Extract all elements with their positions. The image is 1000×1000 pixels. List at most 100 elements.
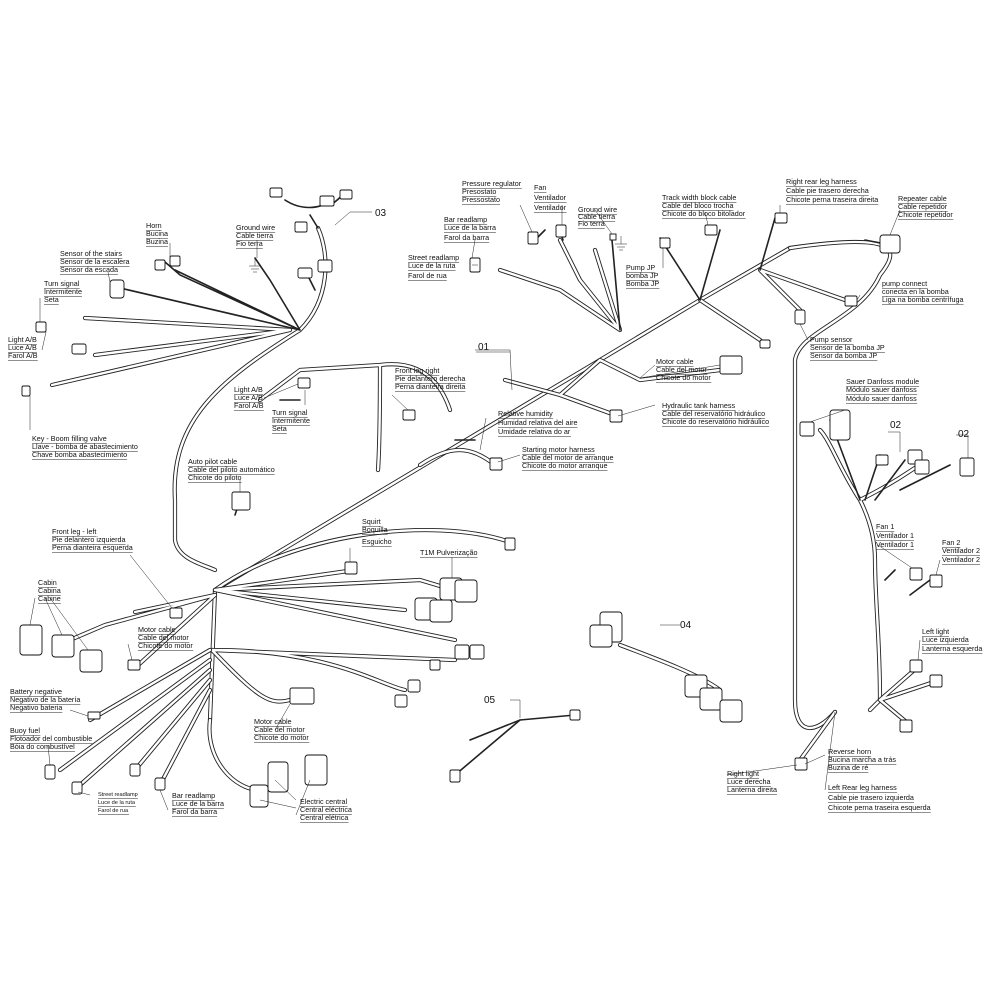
label-line: Ventilador [534,193,567,202]
label-line: Ventilador 1 [876,531,914,540]
label-motor-cable-left: Motor cable Cable del motor Chicote do m… [138,625,194,651]
ground-symbols [249,236,627,273]
label-sauer-danfoss: Sauer Danfoss module Módulo sauer danfos… [846,377,920,404]
label-line: Ventilador 2 [942,555,980,564]
label-line: Bucina marcha a trás [828,755,896,764]
label-line: Presostato [462,187,496,196]
label-line: pump connect [882,279,927,288]
label-line: Cable pie trasero izquierda [828,793,914,802]
label-battery-negative: Battery negative Negativo de la batería … [10,687,81,713]
label-stairs-sensor: Sensor of the stairs Sensor de la escale… [60,249,130,275]
label-line: T1M Pulverização [420,548,478,557]
label-line: Pump sensor [810,335,853,344]
label-blocks: Horn Bucina Buzina Ground wire Cable tie… [8,177,983,823]
label-line: Motor cable [254,717,292,726]
label-line: Fan 1 [876,522,894,531]
label-line: Sensor of the stairs [60,249,122,258]
label-line: Turn signal [272,408,308,417]
label-line: Central eléctrica [300,805,352,814]
label-line: Chave bomba abastecimiento [32,450,127,459]
label-horn: Horn Bucina Buzina [146,221,168,247]
part-number-02b: 02 [958,429,970,440]
label-line: Ventilador 1 [876,540,914,549]
label-line: Relative humidity [498,409,553,418]
label-line: Perna dianteira direita [395,382,465,391]
label-line: Buoy fuel [10,726,40,735]
label-line: Right light [727,769,759,778]
label-front-leg-right: Front leg right Pie delantero derecha Pe… [395,366,466,392]
part-number-02a: 02 [890,420,902,431]
label-street-readlamp-small: Street readlamp Luce de la ruta Farol de… [98,792,138,815]
label-left-rear-leg: Left Rear leg harness Cable pie trasero … [828,783,931,813]
label-line: Electric central [300,797,348,806]
label-line: Track width block cable [662,193,736,202]
label-line: Flotoador del combustible [10,734,92,743]
part-number-01: 01 [478,342,490,353]
label-line: Repeater cable [898,194,947,203]
label-line: Farol da barra [444,233,489,242]
part-number-03: 03 [375,208,387,219]
label-line: Farol A/B [234,401,264,410]
label-line: Fio terra [236,239,263,248]
label-line: Liga na bomba centrífuga [882,295,964,304]
label-line: Fan 2 [942,538,960,547]
label-line: Chicote do motor arranque [522,461,608,470]
label-line: Buzina de ré [828,763,868,772]
label-line: Luce de la ruta [408,261,456,270]
label-line: Sensor de la escalera [60,257,130,266]
label-line: Squirt [362,517,381,526]
label-line: Turn signal [44,279,80,288]
label-line: Chicote do motor [138,641,193,650]
label-line: Luce izquierda [922,635,969,644]
part-number-04: 04 [680,620,692,631]
label-line: Horn [146,221,162,230]
label-line: Left Rear leg harness [828,783,897,792]
label-pump-connect: pump connect conecta en la bomba Liga na… [882,279,964,305]
label-line: Chicote do bloco bitolador [662,209,746,218]
label-line: Front leg - left [52,527,96,536]
label-line: Reverse horn [828,747,871,756]
label-line: Buzina [146,237,168,246]
label-line: Negativo bateria [10,703,62,712]
label-line: Cabina [38,586,61,595]
label-ground-wire-left: Ground wire Cable tierra Fio terra [236,223,276,249]
label-line: Fio terra [578,219,605,228]
label-line: Luce de la ruta [98,800,136,806]
label-line: Humidad relativa del aire [498,418,578,427]
label-line: Cable del piloto automático [188,465,275,474]
label-line: Ventilador 2 [942,546,980,555]
label-fan2: Fan 2 Ventilador 2 Ventilador 2 [942,538,980,565]
label-line: Hydraulic tank harness [662,401,736,410]
label-line: Llave - bomba de abastecimiento [32,442,138,451]
label-line: Cable pie trasero derecha [786,186,869,195]
label-line: Chicote do motor [656,373,711,382]
label-bar-readlamp-top: Bar readlamp Luce de la barra Farol da b… [444,215,496,243]
label-line: Módulo sauer danfoss [846,385,917,394]
label-fan1: Fan 1 Ventilador 1 Ventilador 1 [876,522,914,550]
label-line: Sensor da bomba JP [810,351,877,360]
label-line: Right rear leg harness [786,177,857,186]
label-line: Cable tierra [578,212,615,221]
label-line: Ventilador [534,203,567,212]
label-bar-readlamp-bottom: Bar readlamp Luce de la barra Farol da b… [172,791,224,817]
label-line: Chicote do reservatório hidráulico [662,417,769,426]
label-front-leg-left: Front leg - left Pie delantero izquierda… [52,527,133,553]
label-line: Key - Boom filling valve [32,434,107,443]
label-line: Chicote perna traseira direita [786,195,878,204]
label-repeater: Repeater cable Cable repetidor Chicote r… [898,194,954,220]
label-line: Pie delantero izquierda [52,535,126,544]
label-pump-sensor: Pump sensor Sensor de la bomba JP Sensor… [810,335,885,361]
label-starting-motor: Starting motor harness Cable del motor d… [522,445,614,471]
label-auto-pilot: Auto pilot cable Cable del piloto automá… [188,457,275,483]
label-line: bomba JP [626,271,659,280]
part-number-05: 05 [484,695,496,706]
label-line: Intermitente [272,416,310,425]
label-line: Pressure regulator [462,179,522,188]
label-line: Cabin [38,578,57,587]
label-line: Lanterna direita [727,785,777,794]
label-line: Farol de rua [408,271,447,280]
label-line: Esguicho [362,537,392,546]
label-line: Auto pilot cable [188,457,237,466]
label-line: Central elétrica [300,813,348,822]
label-line: Motor cable [656,357,694,366]
